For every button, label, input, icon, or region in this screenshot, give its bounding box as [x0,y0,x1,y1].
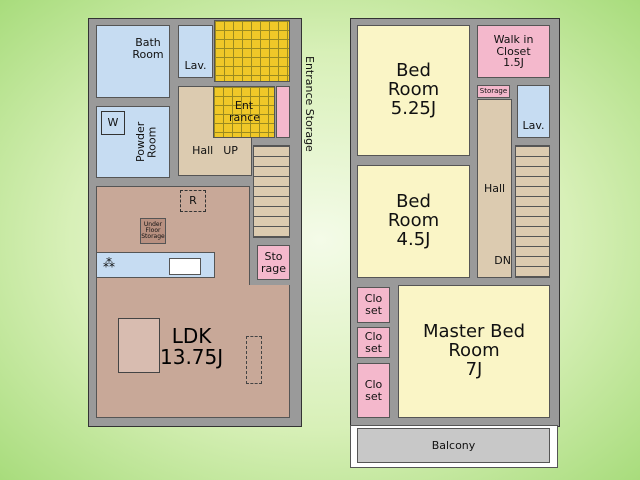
bed-room-1-name: Bed Room [387,60,440,101]
entrance-label: Ent rance [229,99,261,124]
bed-room-2-size: 4.5J [396,228,431,250]
balcony: Balcony [357,428,550,463]
entrance-storage [276,86,290,138]
dn-label: DN [494,254,511,268]
master-name: Master Bed Room [422,321,526,362]
entrance: Ent rance [213,86,275,138]
lav-1f: Lav. [178,25,213,78]
sink-icon [169,258,201,275]
kitchen-counter: ⁂ [96,252,215,278]
ldk-size: 13.75J [160,345,224,369]
stove-icon: ⁂ [103,256,115,270]
closet-1: Clo set [357,287,390,323]
tv-stand [246,336,262,384]
hall-2f-label: Hall [483,181,506,195]
ldk-name: LDK [171,324,212,348]
fridge-icon: R [180,190,206,212]
stairs-1f [253,145,290,238]
hall-label: Hall [192,144,214,158]
dining-table [118,318,160,373]
bath-room: Bath Room [96,25,170,98]
up-label: UP [223,144,238,158]
entrance-tiles [214,20,290,82]
closet-3: Clo set [357,363,390,418]
wic-name: Walk in Closet [493,33,534,58]
entrance-storage-label: Entrance Storage [303,56,316,152]
under-floor-storage: Under Floor Storage [140,218,166,244]
ldk-dining [96,285,290,418]
wic-size: 1.5J [503,56,524,70]
lav-2f-label: Lav. [522,118,545,132]
lav-2f: Lav. [517,85,550,138]
powder-room: W Powder Room [96,106,170,178]
bed-room-2-name: Bed Room [387,191,440,232]
closet-2: Clo set [357,327,390,358]
bed-room-1-size: 5.25J [390,97,437,119]
washer-icon: W [101,111,125,135]
lav-label: Lav. [184,58,207,72]
master-size: 7J [465,358,483,380]
storage-2f: Storage [477,85,510,98]
stairs-2f [515,145,550,278]
powder-room-label: Powder Room [134,121,159,163]
storage-1f: Sto rage [257,245,290,280]
bath-room-label: Bath Room [132,36,164,61]
